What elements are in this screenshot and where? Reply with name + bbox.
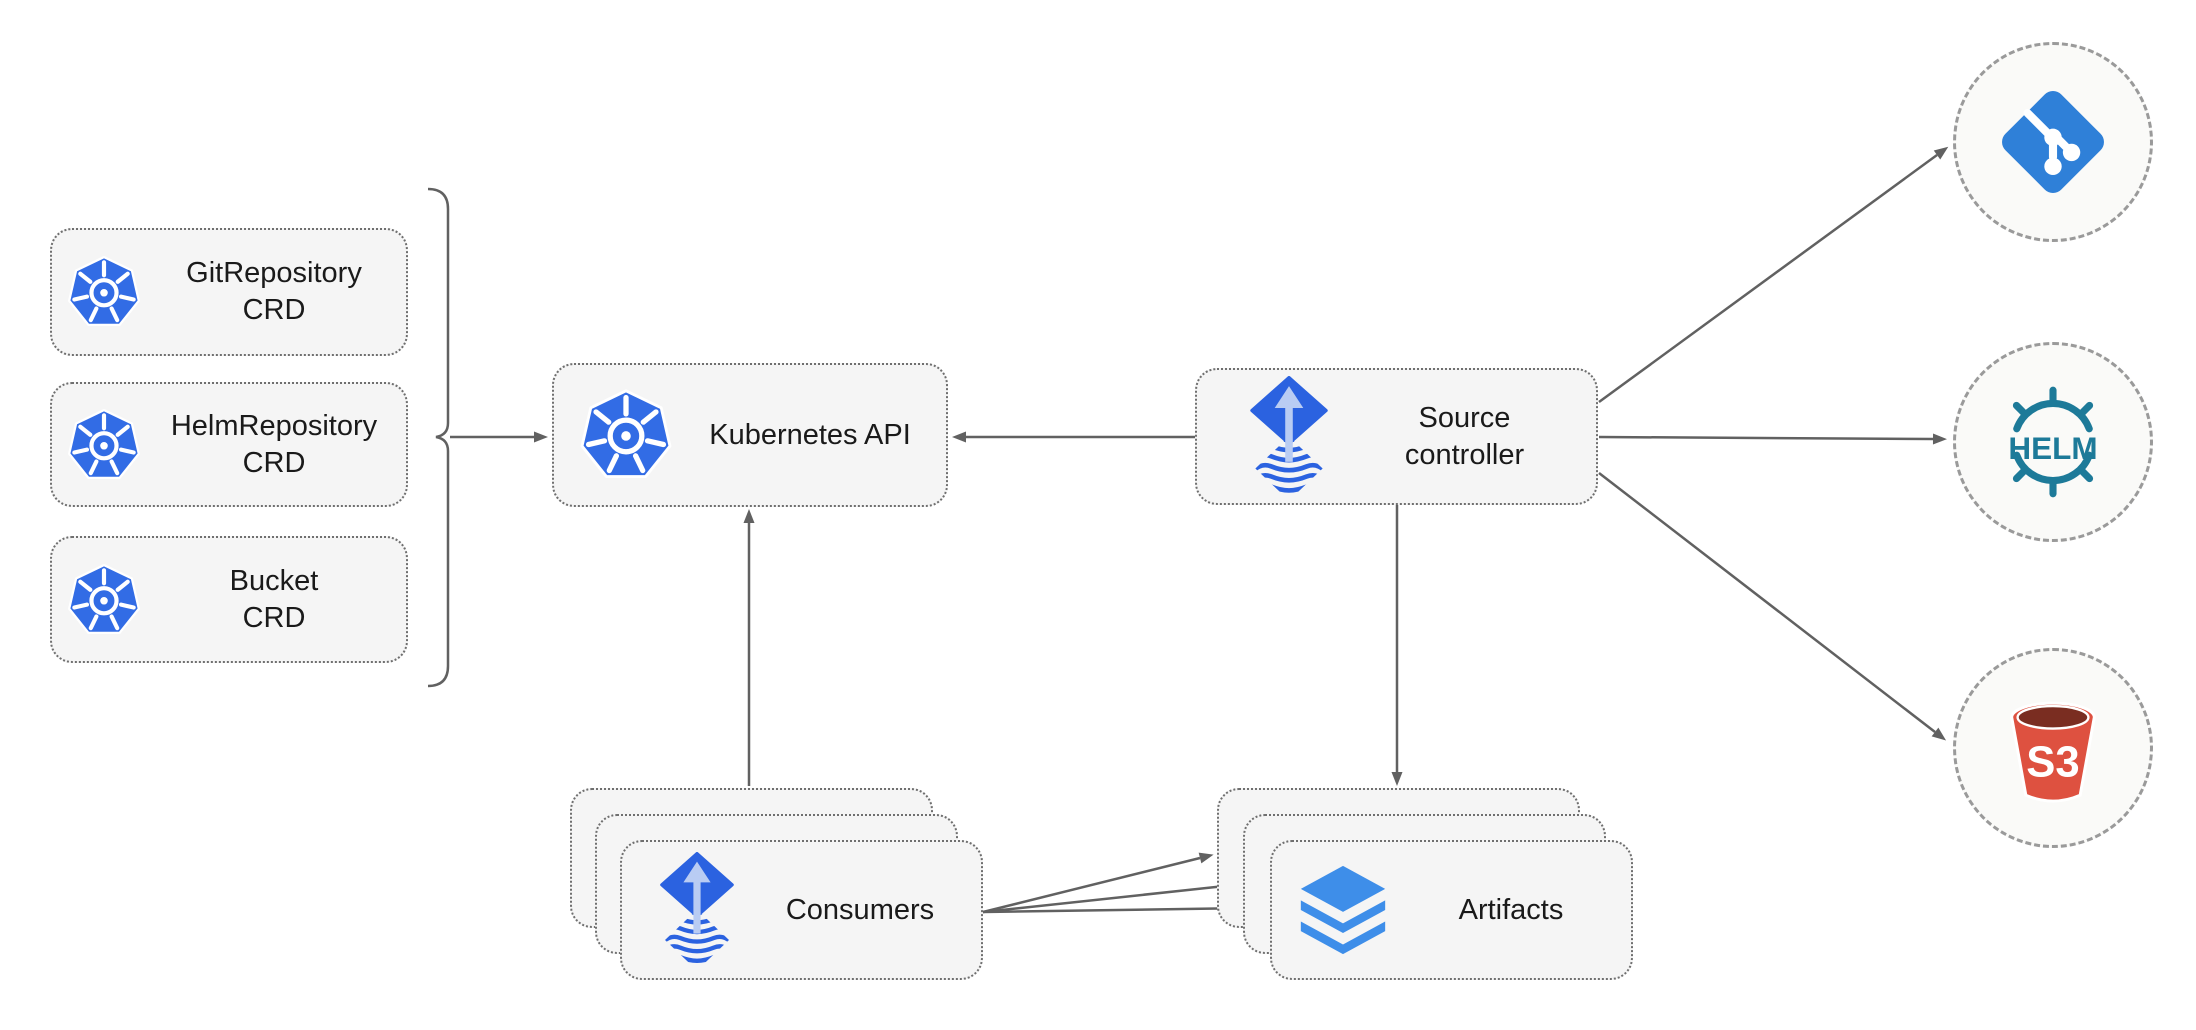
- edge-source-to-helm: [1598, 433, 1947, 445]
- crd-type: CRD: [242, 294, 306, 326]
- kubernetes-icon: [578, 387, 674, 483]
- node-label: Consumers: [739, 892, 981, 929]
- node-label: Bucket CRD: [142, 563, 406, 637]
- crd-name: GitRepository: [186, 257, 362, 289]
- node-bucket-crd: Bucket CRD: [50, 536, 408, 663]
- node-gitrepository-crd: GitRepository CRD: [50, 228, 408, 356]
- node-label: HelmRepository CRD: [142, 408, 406, 482]
- source-label-line2: controller: [1404, 438, 1525, 471]
- git-icon: [1995, 84, 2111, 200]
- crd-type: CRD: [242, 446, 306, 479]
- consumers-label: Consumers: [785, 893, 935, 926]
- edge-source-to-s3: [1598, 472, 1947, 741]
- node-source-controller: Source controller: [1195, 368, 1598, 505]
- flux-icon: [1245, 375, 1333, 498]
- node-helmrepository-crd: HelmRepository CRD: [50, 382, 408, 507]
- api-label: Kubernetes API: [709, 418, 911, 451]
- kubernetes-icon: [66, 254, 142, 330]
- edge-source-to-git: [1598, 146, 1949, 404]
- source-label-line1: Source: [1418, 401, 1511, 434]
- s3-bucket-icon: S3: [1994, 689, 2112, 807]
- node-consumers: Consumers: [620, 840, 983, 980]
- node-kubernetes-api: Kubernetes API: [552, 363, 948, 507]
- crd-type: CRD: [242, 601, 306, 634]
- circle-s3: S3: [1953, 648, 2153, 848]
- edge-consumers-to-artifacts-1: [982, 852, 1214, 914]
- helm-logo-text: HELM: [2008, 431, 2097, 466]
- node-artifacts: Artifacts: [1270, 840, 1633, 980]
- edge-consumers-to-artifacts-3: [982, 902, 1265, 914]
- s3-logo-text: S3: [2026, 737, 2079, 786]
- kubernetes-icon: [66, 407, 142, 483]
- node-label: Kubernetes API: [674, 417, 946, 454]
- node-label: Source controller: [1333, 400, 1596, 474]
- node-label: GitRepository CRD: [142, 255, 406, 329]
- edge-consumers-to-artifacts-2: [982, 880, 1239, 914]
- crd-name: HelmRepository: [170, 409, 378, 442]
- artifacts-label: Artifacts: [1458, 893, 1564, 926]
- flux-icon: [655, 852, 739, 968]
- crd-group-bracket: [427, 187, 450, 688]
- layers-icon: [1295, 864, 1391, 956]
- node-label: Artifacts: [1391, 892, 1631, 929]
- crd-name: Bucket: [229, 564, 319, 597]
- helm-icon: HELM: [1987, 386, 2119, 498]
- circle-helm: HELM: [1953, 342, 2153, 542]
- circle-git: [1953, 42, 2153, 242]
- kubernetes-icon: [66, 562, 142, 638]
